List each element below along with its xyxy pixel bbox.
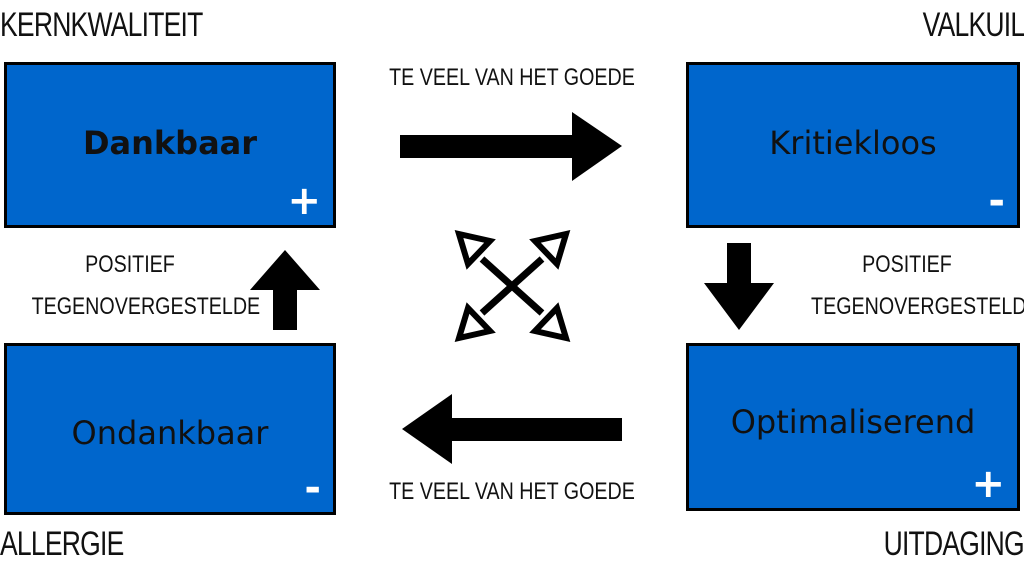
plus-icon: +: [971, 461, 1005, 507]
box-valkuil: Kritiekloos -: [686, 62, 1020, 228]
label-kernkwaliteit: KERNKWALITEIT: [0, 6, 203, 44]
caption-right-line2: TEGENOVERGESTELDE: [811, 293, 1024, 320]
caption-left-line2: TEGENOVERGESTELDE: [31, 293, 261, 320]
box-uitdaging: Optimaliserend +: [686, 343, 1020, 511]
caption-left-line1: POSITIEF: [85, 251, 175, 278]
box-allergie: Ondankbaar -: [4, 343, 336, 515]
arrow-down-icon: [704, 243, 774, 330]
box-label: Dankbaar: [82, 124, 258, 162]
cross-arrows-icon: [479, 256, 545, 316]
minus-icon: -: [988, 178, 1005, 224]
arrow-right-icon: [400, 112, 622, 181]
label-uitdaging: UITDAGING: [883, 525, 1024, 563]
box-label: Kritiekloos: [769, 124, 937, 162]
caption-top: TE VEEL VAN HET GOEDE: [389, 64, 635, 91]
label-allergie: ALLERGIE: [0, 525, 124, 563]
caption-bottom: TE VEEL VAN HET GOEDE: [389, 478, 635, 505]
plus-icon: +: [287, 178, 321, 224]
label-valkuil: VALKUIL: [922, 6, 1024, 44]
arrowheads-icon: [454, 229, 571, 343]
arrow-up-icon: [250, 250, 320, 330]
arrow-left-icon: [402, 394, 622, 464]
box-label: Ondankbaar: [71, 414, 269, 452]
minus-icon: -: [304, 465, 321, 511]
box-label: Optimaliserend: [730, 403, 976, 441]
box-kernkwaliteit: Dankbaar +: [4, 62, 336, 228]
caption-right: POSITIEF TEGENOVERGESTELDE: [811, 244, 1024, 328]
caption-right-line1: POSITIEF: [862, 251, 952, 278]
caption-left: POSITIEF TEGENOVERGESTELDE: [31, 244, 261, 328]
